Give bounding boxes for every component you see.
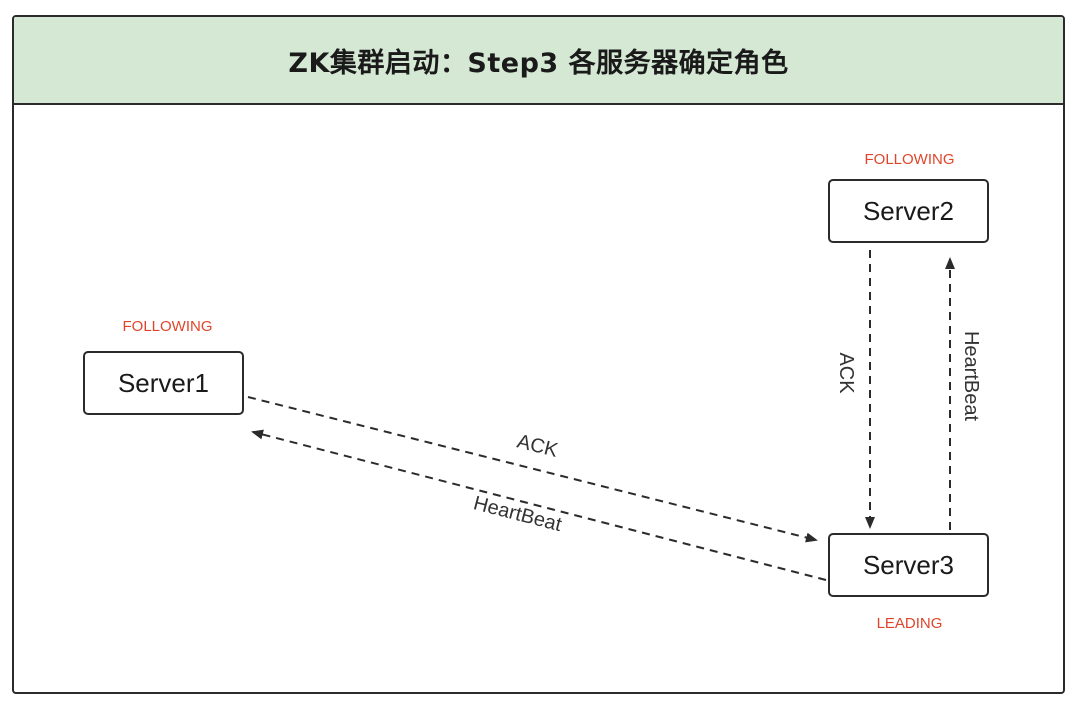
server2-node: Server2: [828, 179, 989, 243]
edge-label-ack-s1-s3: ACK: [515, 431, 561, 463]
diagram-title: ZK集群启动：Step3 各服务器确定角色: [288, 47, 789, 79]
server1-state: FOLLOWING: [122, 318, 213, 335]
server2-label: Server2: [862, 195, 955, 226]
title-bar: ZK集群启动：Step3 各服务器确定角色: [14, 17, 1063, 105]
edge-server3-to-server1: [251, 429, 827, 581]
server3-state: LEADING: [876, 615, 943, 632]
server3-node: Server3: [828, 533, 989, 597]
server2-state: FOLLOWING: [864, 151, 955, 168]
edge-label-ack-s2-s3: ACK: [835, 352, 857, 394]
edge-label-heartbeat-s3-s2: HeartBeat: [960, 331, 982, 421]
server1-node: Server1: [83, 351, 244, 415]
edge-label-heartbeat-s3-s1: HeartBeat: [471, 492, 564, 536]
server3-label: Server3: [862, 549, 955, 580]
server1-label: Server1: [117, 367, 210, 398]
